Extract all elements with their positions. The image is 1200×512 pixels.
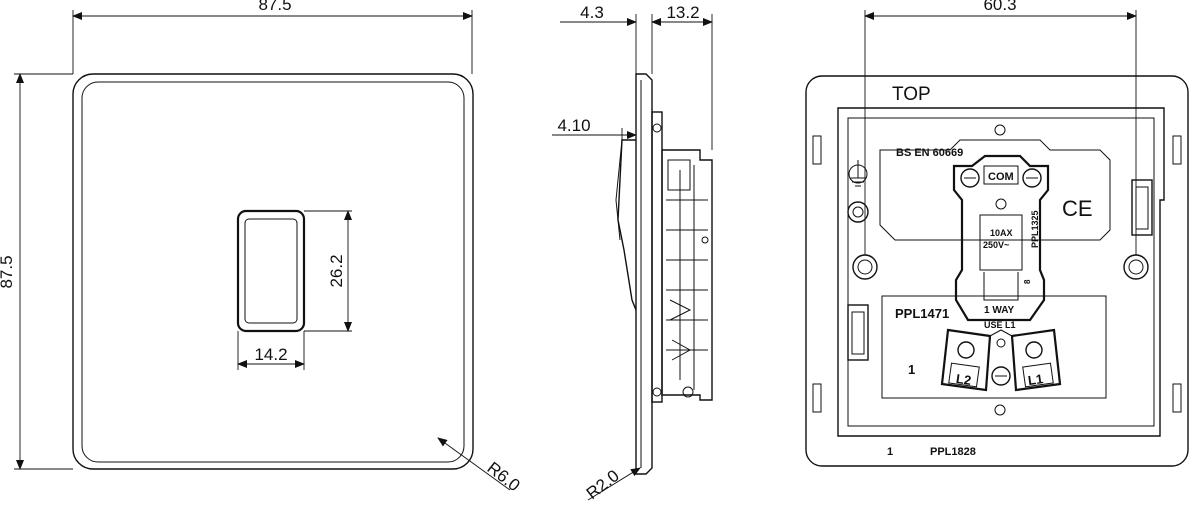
terminal-l2-block: [940, 328, 992, 392]
plate-part-number: PPL1828: [930, 446, 976, 458]
rocker-height-dimension: 26.2: [327, 254, 346, 287]
rocker-face: [244, 218, 298, 324]
rear-module-box: [881, 295, 1107, 399]
com-label: COM: [988, 171, 1014, 183]
terminal-l2-label: L2: [955, 371, 972, 388]
centres-dimension: 60.3: [983, 0, 1016, 14]
bottom-rivet: [994, 404, 1006, 416]
corner-radius-dimension: R6.0: [484, 458, 524, 495]
switch-mechanism-body: [952, 154, 1050, 322]
use-label: USE L1: [984, 320, 1016, 330]
front-plate-outline: [72, 73, 474, 470]
front-view: 87.5 87.5 26.2 14.2 R6.0: [0, 0, 524, 495]
way-label: 1 WAY: [984, 305, 1015, 316]
edge-radius-leader: [587, 467, 641, 501]
rear-frame-inner: [847, 117, 1155, 427]
earth-terminal: [847, 201, 869, 223]
corner-radius-leader: [437, 437, 511, 491]
rating-current: 10AX: [990, 228, 1013, 238]
com-screw-left: [960, 168, 980, 188]
terminal-l1-label: L1: [1027, 371, 1044, 388]
side-view: 4.3 13.2 4.10 R2.0: [552, 3, 713, 503]
height-dimension: 87.5: [0, 255, 16, 288]
front-plate-bevel: [81, 81, 465, 463]
earth-icon: [848, 160, 868, 187]
rear-cutout-top: [879, 139, 1111, 241]
fixing-hole-right: [1123, 254, 1149, 280]
rocker-offset-dimension: 4.10: [557, 116, 590, 135]
rocker-outline: [236, 209, 306, 333]
top-label: TOP: [892, 84, 931, 105]
width-dimension: 87.5: [258, 0, 291, 14]
module-part-number: PPL1471: [895, 306, 949, 321]
terminal-l1-block: [1010, 328, 1062, 392]
rating-voltage: 250V~: [983, 240, 1009, 250]
fixing-hole-left: [852, 254, 878, 280]
side-plate-profile: [635, 73, 653, 475]
side-rocker-profile: [617, 139, 637, 311]
depth-dimension: 13.2: [666, 3, 699, 22]
rocker-width-dimension: 14.2: [254, 345, 287, 364]
top-rivet: [994, 124, 1006, 136]
side-bracket: [651, 111, 663, 403]
mech-small-number: 8: [1023, 279, 1032, 284]
mech-part-number: PPL1325: [1030, 210, 1040, 248]
side-mechanism-body: [661, 149, 713, 401]
center-screw: [991, 366, 1011, 386]
rear-clip-left: [847, 304, 869, 361]
plate-number: 1: [887, 446, 893, 458]
plate-thickness-dimension: 4.3: [580, 3, 604, 22]
edge-radius-dimension: R2.0: [583, 466, 623, 503]
com-terminal-box: [983, 165, 1019, 185]
rear-view: 60.3 TOP BS EN 60669 COM 10AX 250V~ PPL1…: [805, 0, 1189, 467]
standard-label: BS EN 60669: [896, 147, 963, 159]
rear-clip-right: [1131, 179, 1153, 236]
module-number: 1: [908, 362, 915, 377]
com-screw-right: [1022, 168, 1042, 188]
rear-frame: [837, 107, 1165, 437]
ce-mark: CE: [1062, 196, 1093, 221]
rear-plate-outline: [805, 75, 1189, 467]
